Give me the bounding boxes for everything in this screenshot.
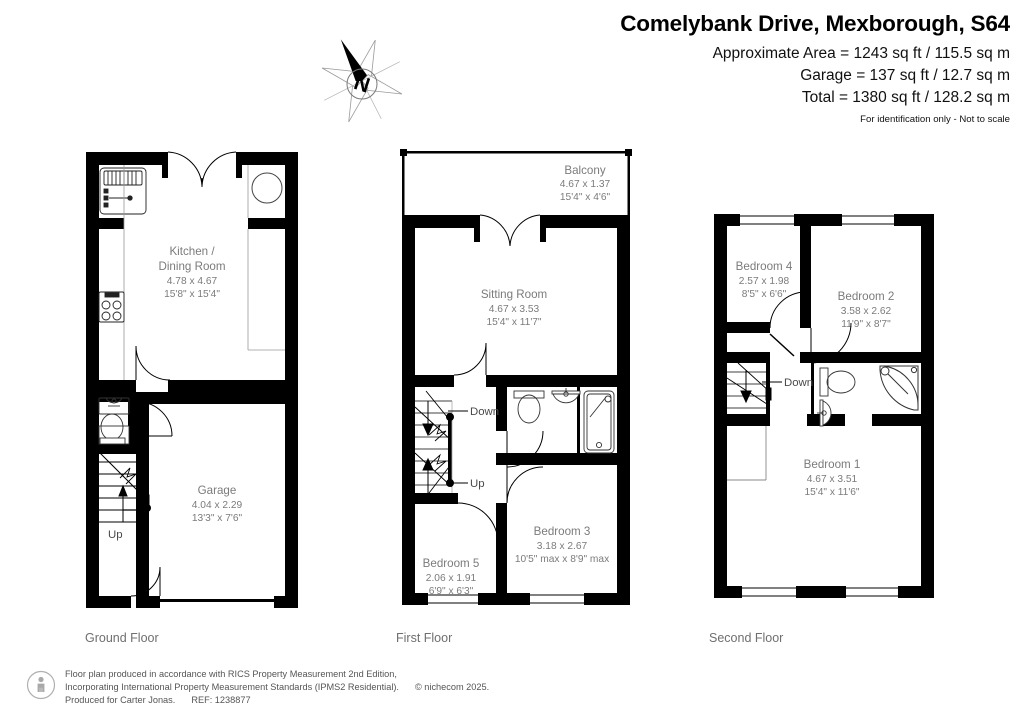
room-label-bedroom2: Bedroom 2 bbox=[838, 290, 895, 303]
ground-floor-walls bbox=[86, 152, 298, 392]
footer-line-3: Produced for Carter Jonas. bbox=[65, 695, 176, 706]
toilet-icon bbox=[819, 367, 856, 397]
room-label-garage: Garage bbox=[198, 484, 237, 497]
room-dim-bedroom3-m: 3.18 x 2.67 bbox=[537, 541, 588, 552]
room-label-bedroom3: Bedroom 3 bbox=[534, 525, 591, 538]
room-dim-bedroom5-m: 2.06 x 1.91 bbox=[426, 573, 477, 584]
sitting-room-walls bbox=[402, 215, 630, 387]
basin-icon bbox=[551, 388, 581, 404]
bath-icon bbox=[583, 390, 615, 454]
first-floor-lower-walls bbox=[402, 387, 630, 605]
shower-corner-icon bbox=[879, 365, 919, 411]
room-dim-garage-ft: 13'3" x 7'6" bbox=[192, 513, 243, 524]
second-floor-walls bbox=[714, 214, 934, 598]
footer: Floor plan produced in accordance with R… bbox=[26, 668, 489, 707]
floor-plan-ground: Kitchen / Dining Room 4.78 x 4.67 15'8" … bbox=[78, 140, 328, 632]
room-dim-balcony-m: 4.67 x 1.37 bbox=[560, 179, 611, 190]
room-dim-sitting-ft: 15'4" x 11'7" bbox=[486, 317, 541, 328]
bedroom3-door bbox=[506, 466, 544, 504]
sink-icon bbox=[99, 167, 147, 215]
room-label-bedroom4: Bedroom 4 bbox=[736, 260, 793, 273]
room-dim-bedroom3-ft: 10'5" max x 8'9" max bbox=[515, 554, 609, 565]
area-summary: Approximate Area = 1243 sq ft / 115.5 sq… bbox=[620, 44, 1010, 108]
bedroom1-cupboard bbox=[727, 426, 767, 481]
floor-label-first: First Floor bbox=[396, 631, 453, 645]
front-door bbox=[130, 566, 161, 597]
disclaimer-text: For identification only - Not to scale bbox=[860, 114, 1010, 126]
sitting-room-door bbox=[453, 342, 487, 376]
room-dim-bedroom4-m: 2.57 x 1.98 bbox=[739, 276, 790, 287]
room-dim-kitchen-m: 4.78 x 4.67 bbox=[167, 276, 218, 287]
header: Comelybank Drive, Mexborough, S64 Approx… bbox=[620, 11, 1010, 126]
footer-line-3-wrap: Produced for Carter Jonas. REF: 1238877 bbox=[65, 694, 489, 707]
kitchen-door bbox=[135, 345, 171, 381]
stairs-up-ground bbox=[98, 451, 151, 523]
landing-door bbox=[769, 333, 795, 357]
stairs-first bbox=[414, 390, 454, 498]
floor-label-ground: Ground Floor bbox=[85, 631, 159, 645]
footer-text-block: Floor plan produced in accordance with R… bbox=[65, 668, 489, 707]
room-label-bedroom1: Bedroom 1 bbox=[804, 458, 861, 471]
room-label-balcony: Balcony bbox=[564, 164, 605, 177]
room-dim-balcony-ft: 15'4" x 4'6" bbox=[560, 192, 611, 203]
area-line-2: Total = 1380 sq ft / 128.2 sq m bbox=[801, 89, 1010, 107]
ground-floor-lower-walls bbox=[86, 392, 298, 608]
bathroom-door bbox=[506, 430, 544, 468]
room-dim-bedroom4-ft: 8'5" x 6'6" bbox=[742, 289, 787, 300]
footer-copyright: © nichecom 2025. bbox=[414, 682, 490, 693]
footer-line-2-wrap: Incorporating International Property Mea… bbox=[65, 681, 489, 694]
room-label-bedroom5: Bedroom 5 bbox=[423, 557, 480, 570]
bedroom4-door bbox=[769, 291, 807, 329]
room-dim-bedroom2-ft: 11'9" x 8'7" bbox=[841, 319, 891, 330]
bedroom2-door bbox=[810, 322, 852, 364]
stair-label-down-first: Down bbox=[470, 406, 499, 418]
room-dim-bedroom5-ft: 6'9" x 6'3" bbox=[429, 586, 474, 597]
room-label-kitchen: Kitchen / bbox=[169, 245, 215, 258]
ipms-person-icon bbox=[26, 670, 56, 700]
room-dim-bedroom1-ft: 15'4" x 11'6" bbox=[804, 487, 859, 498]
balcony-french-doors bbox=[479, 214, 541, 247]
floor-plan-second: Bedroom 4 2.57 x 1.98 8'5" x 6'6" Bedroo… bbox=[708, 210, 940, 632]
floor-label-second: Second Floor bbox=[709, 631, 784, 645]
compass-north-label: N bbox=[351, 71, 373, 98]
bedroom5-door bbox=[457, 502, 499, 544]
footer-line-2: Incorporating International Property Mea… bbox=[65, 682, 399, 693]
round-table-icon bbox=[251, 172, 283, 204]
page-title: Comelybank Drive, Mexborough, S64 bbox=[620, 11, 1010, 36]
footer-ref: REF: 1238877 bbox=[191, 695, 251, 706]
hob-icon bbox=[98, 291, 125, 323]
footer-line-1: Floor plan produced in accordance with R… bbox=[65, 669, 397, 679]
stair-label-up-ground: Up bbox=[108, 529, 123, 541]
room-dim-kitchen-ft: 15'8" x 15'4" bbox=[164, 289, 220, 300]
area-line-1: Garage = 137 sq ft / 12.7 sq m bbox=[800, 66, 1010, 84]
balcony-outline bbox=[400, 149, 632, 217]
room-dim-garage-m: 4.04 x 2.29 bbox=[192, 500, 243, 511]
wc-door bbox=[137, 401, 173, 437]
floor-plan-first: Balcony 4.67 x 1.37 15'4" x 4'6" bbox=[396, 145, 636, 632]
room-dim-bedroom1-m: 4.67 x 3.51 bbox=[807, 474, 858, 485]
basin-icon bbox=[817, 399, 832, 427]
stairs-down-second bbox=[726, 362, 772, 409]
room-dim-sitting-m: 4.67 x 3.53 bbox=[489, 304, 540, 315]
room-label-sitting: Sitting Room bbox=[481, 288, 547, 301]
stair-label-up-first: Up bbox=[470, 478, 485, 490]
area-line-0: Approximate Area = 1243 sq ft / 115.5 sq… bbox=[712, 44, 1010, 62]
wc-toilet-icon bbox=[98, 413, 130, 445]
toilet-icon bbox=[513, 390, 545, 424]
french-doors-kitchen bbox=[167, 151, 237, 187]
room-dim-bedroom2-m: 3.58 x 2.62 bbox=[841, 306, 892, 317]
room-label-kitchen-2: Dining Room bbox=[158, 260, 225, 273]
compass-rose-icon: N bbox=[318, 36, 406, 126]
stair-label-down-second: Down bbox=[784, 377, 813, 389]
